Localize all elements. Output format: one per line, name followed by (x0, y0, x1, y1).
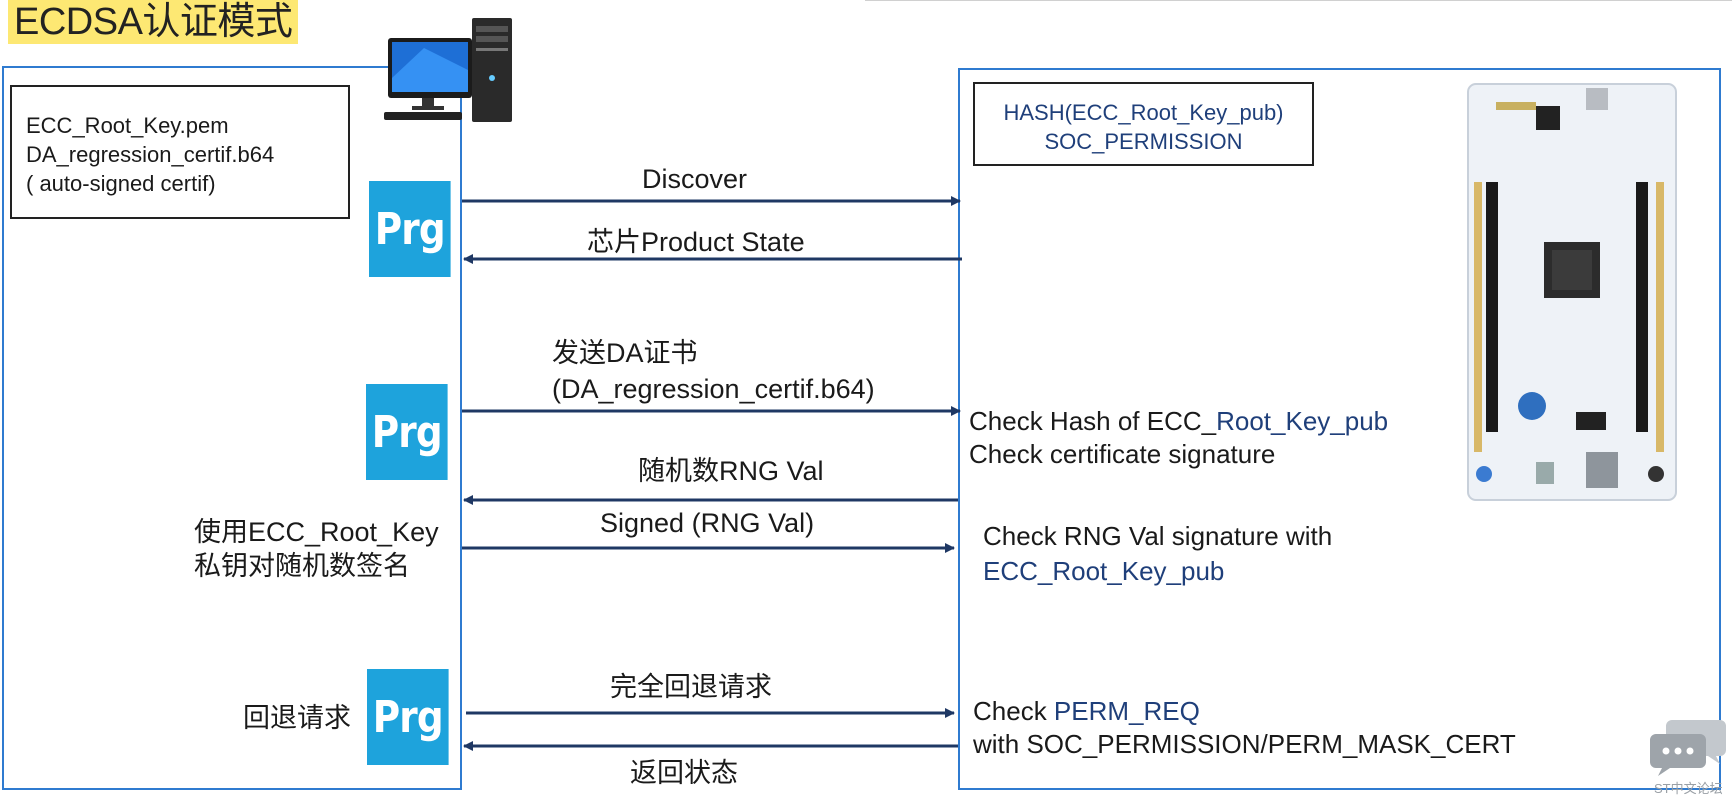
check-perm: Check PERM_REQ (973, 694, 1200, 728)
check-rng-1: Check RNG Val signature with (983, 521, 1333, 551)
host-file-cert: DA_regression_certif.b64 (26, 142, 275, 167)
nucleo-board-image (1466, 82, 1678, 502)
check-rng-2: ECC_Root_Key_pub (983, 556, 1225, 586)
check-hash-suffix: Root_Key_pub (1216, 406, 1389, 436)
chat-bubbles-icon (1650, 716, 1728, 780)
msg-send-da-1: 发送DA证书 (552, 338, 698, 368)
msg-send-da-2: (DA_regression_certif.b64) (552, 374, 875, 404)
check-cert-sig: Check certificate signature (969, 439, 1276, 469)
device-hash-line: HASH(ECC_Root_Key_pub) (1003, 100, 1284, 125)
msg-rng-val: 随机数RNG Val (638, 456, 824, 486)
check-hash-prefix: Check Hash of ECC_ (969, 406, 1217, 436)
msg-full-regression: 完全回退请求 (610, 672, 772, 702)
msg-signed: Signed (RNG Val) (600, 508, 815, 538)
check-perm-2: with SOC_PERMISSION/PERM_MASK_CERT (973, 729, 1516, 759)
msg-product-state: 芯片Product State (587, 227, 805, 257)
note-sign-2: 私钥对随机数签名 (194, 551, 410, 581)
prg-block-3: Prg (367, 669, 449, 765)
device-hash-box: HASH(ECC_Root_Key_pub) SOC_PERMISSION (973, 82, 1314, 166)
page-title: ECDSA认证模式 (8, 0, 299, 44)
watermark-text: ST中文论坛 (1654, 781, 1723, 796)
device-permission-line: SOC_PERMISSION (1044, 129, 1243, 154)
check-hash: Check Hash of ECC_Root_Key_pub (969, 404, 1388, 438)
host-file-note: ( auto-signed certif) (26, 171, 216, 196)
desktop-computer-icon (384, 18, 516, 122)
prg-block-2: Prg (366, 384, 448, 480)
top-divider (865, 0, 1732, 1)
note-regression: 回退请求 (243, 703, 351, 733)
note-sign-1: 使用ECC_Root_Key (194, 517, 439, 547)
host-panel (2, 66, 462, 790)
host-files-box: ECC_Root_Key.pem DA_regression_certif.b6… (10, 85, 350, 219)
host-file-pem: ECC_Root_Key.pem (26, 113, 229, 138)
device-panel (958, 68, 1721, 790)
prg-block-1: Prg (369, 181, 451, 277)
msg-return-status: 返回状态 (630, 758, 738, 788)
check-perm-suffix: PERM_REQ (1053, 696, 1200, 726)
check-perm-prefix: Check (973, 696, 1054, 726)
msg-discover: Discover (642, 164, 748, 194)
